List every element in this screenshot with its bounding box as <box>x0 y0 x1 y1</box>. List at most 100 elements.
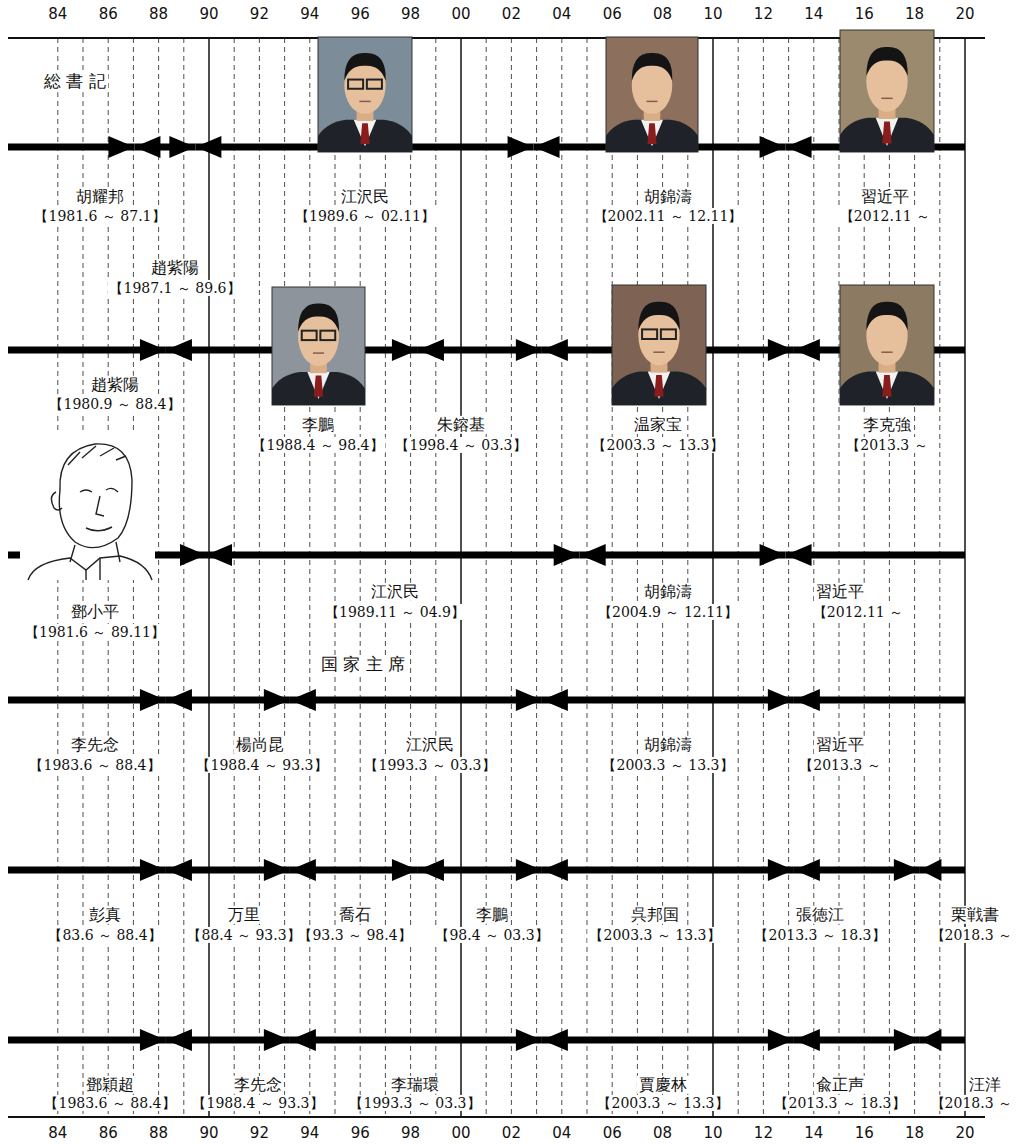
arrow-head <box>134 136 160 158</box>
leader-name: 胡耀邦 <box>74 188 126 206</box>
arrow-head <box>140 1029 166 1051</box>
year-label: 88 <box>147 1125 170 1142</box>
term-dates: 【2018.3 ～ <box>929 927 1014 943</box>
year-label: 14 <box>802 6 825 23</box>
year-label: 94 <box>298 1125 321 1142</box>
photo-background <box>318 37 412 152</box>
portrait-photo <box>840 30 934 152</box>
glasses <box>302 331 317 340</box>
leader-name: 汪洋 <box>967 1076 1003 1094</box>
arrow-head <box>140 339 166 361</box>
year-label: 86 <box>97 6 120 23</box>
arrow-head <box>920 859 942 881</box>
year-line <box>813 38 814 1117</box>
arrow-head <box>264 859 290 881</box>
row-title: 総 書 記 <box>42 72 108 92</box>
arrow-head <box>180 544 206 566</box>
year-line <box>259 38 260 1117</box>
row-title: 国 家 主 席 <box>319 655 407 675</box>
arrow-head <box>264 1029 290 1051</box>
shirt <box>876 371 899 399</box>
leader-name: 李瑞環 <box>389 1076 441 1094</box>
year-line <box>536 38 537 1117</box>
arrow-head <box>760 136 786 158</box>
year-label: 92 <box>248 1125 271 1142</box>
arrow-head <box>264 689 290 711</box>
arrow-head <box>894 859 920 881</box>
year-line <box>335 38 336 1117</box>
year-label: 08 <box>651 1125 674 1142</box>
mouth <box>313 352 324 354</box>
year-grid <box>58 38 965 1117</box>
term-dates: 【2012.11 ～ <box>838 208 932 224</box>
term-line <box>542 697 794 704</box>
term-arrows <box>8 136 965 1051</box>
year-line <box>939 38 940 1117</box>
year-label: 02 <box>500 6 523 23</box>
arrow-head <box>418 859 444 881</box>
year-line <box>234 38 235 1117</box>
leader-name: 江沢民 <box>404 736 456 754</box>
sketch-stroke <box>68 446 126 465</box>
year-label: 06 <box>601 1125 624 1142</box>
sketch-stroke <box>86 527 112 531</box>
year-label: 10 <box>701 1125 724 1142</box>
term-dates: 【1988.4 ～ 93.3】 <box>190 1095 325 1111</box>
term-dates: 【1983.6 ～ 88.4】 <box>42 1095 177 1111</box>
glasses <box>367 80 382 89</box>
year-line <box>183 38 184 1117</box>
tie <box>360 123 369 144</box>
year-label: 12 <box>752 6 775 23</box>
arrow-head <box>768 1029 794 1051</box>
leader-name: 万里 <box>226 906 262 924</box>
leader-name: 胡錦濤 <box>642 583 694 601</box>
leader-name: 呉邦国 <box>629 906 681 924</box>
leader-name: 趙紫陽 <box>149 259 201 277</box>
arrow-head <box>516 339 542 361</box>
term-dates: 【1987.1 ～ 89.6】 <box>107 280 242 296</box>
glasses <box>642 329 657 339</box>
shirt <box>876 118 899 146</box>
year-line <box>914 38 915 1117</box>
leader-name: 李克強 <box>861 416 913 434</box>
mouth <box>646 101 657 103</box>
year-label: 90 <box>197 1125 220 1142</box>
year-label: 18 <box>903 6 926 23</box>
term-dates: 【1983.6 ～ 88.4】 <box>27 757 162 773</box>
decade-line <box>964 38 966 1117</box>
leader-name: 鄧小平 <box>69 603 121 621</box>
leader-name: 趙紫陽 <box>89 376 141 394</box>
year-label: 88 <box>147 6 170 23</box>
leader-name: 張徳江 <box>794 906 846 924</box>
suit <box>840 118 934 152</box>
photo-background <box>840 30 934 152</box>
arrow-head <box>392 859 418 881</box>
term-dates: 【2013.3 ～ <box>797 757 882 773</box>
arrow-head <box>206 544 232 566</box>
year-label: 10 <box>701 6 724 23</box>
portrait-photo <box>606 37 698 152</box>
year-label: 16 <box>853 1125 876 1142</box>
shirt <box>648 371 671 399</box>
axis-rule <box>8 37 985 39</box>
year-label: 16 <box>853 6 876 23</box>
arrow-head <box>516 859 542 881</box>
arrow-head <box>166 339 192 361</box>
term-dates: 【1993.3 ～ 03.3】 <box>347 1095 482 1111</box>
arrow-head <box>392 339 418 361</box>
leader-name: 習近平 <box>814 583 866 601</box>
photo-background <box>840 285 934 405</box>
arrow-head <box>166 689 192 711</box>
term-dates: 【2004.9 ～ 12.11】 <box>596 604 740 620</box>
arrow-head <box>768 689 794 711</box>
hair <box>638 302 679 331</box>
leader-name: 兪正声 <box>814 1076 866 1094</box>
term-dates: 【1989.6 ～ 02.11】 <box>293 208 437 224</box>
leader-name: 胡錦濤 <box>642 736 694 754</box>
decade-line <box>460 38 462 1117</box>
arrow-head <box>794 689 820 711</box>
axis-rule <box>8 1116 985 1118</box>
term-dates: 【1988.4 ～ 93.3】 <box>194 757 329 773</box>
year-line <box>738 38 739 1117</box>
